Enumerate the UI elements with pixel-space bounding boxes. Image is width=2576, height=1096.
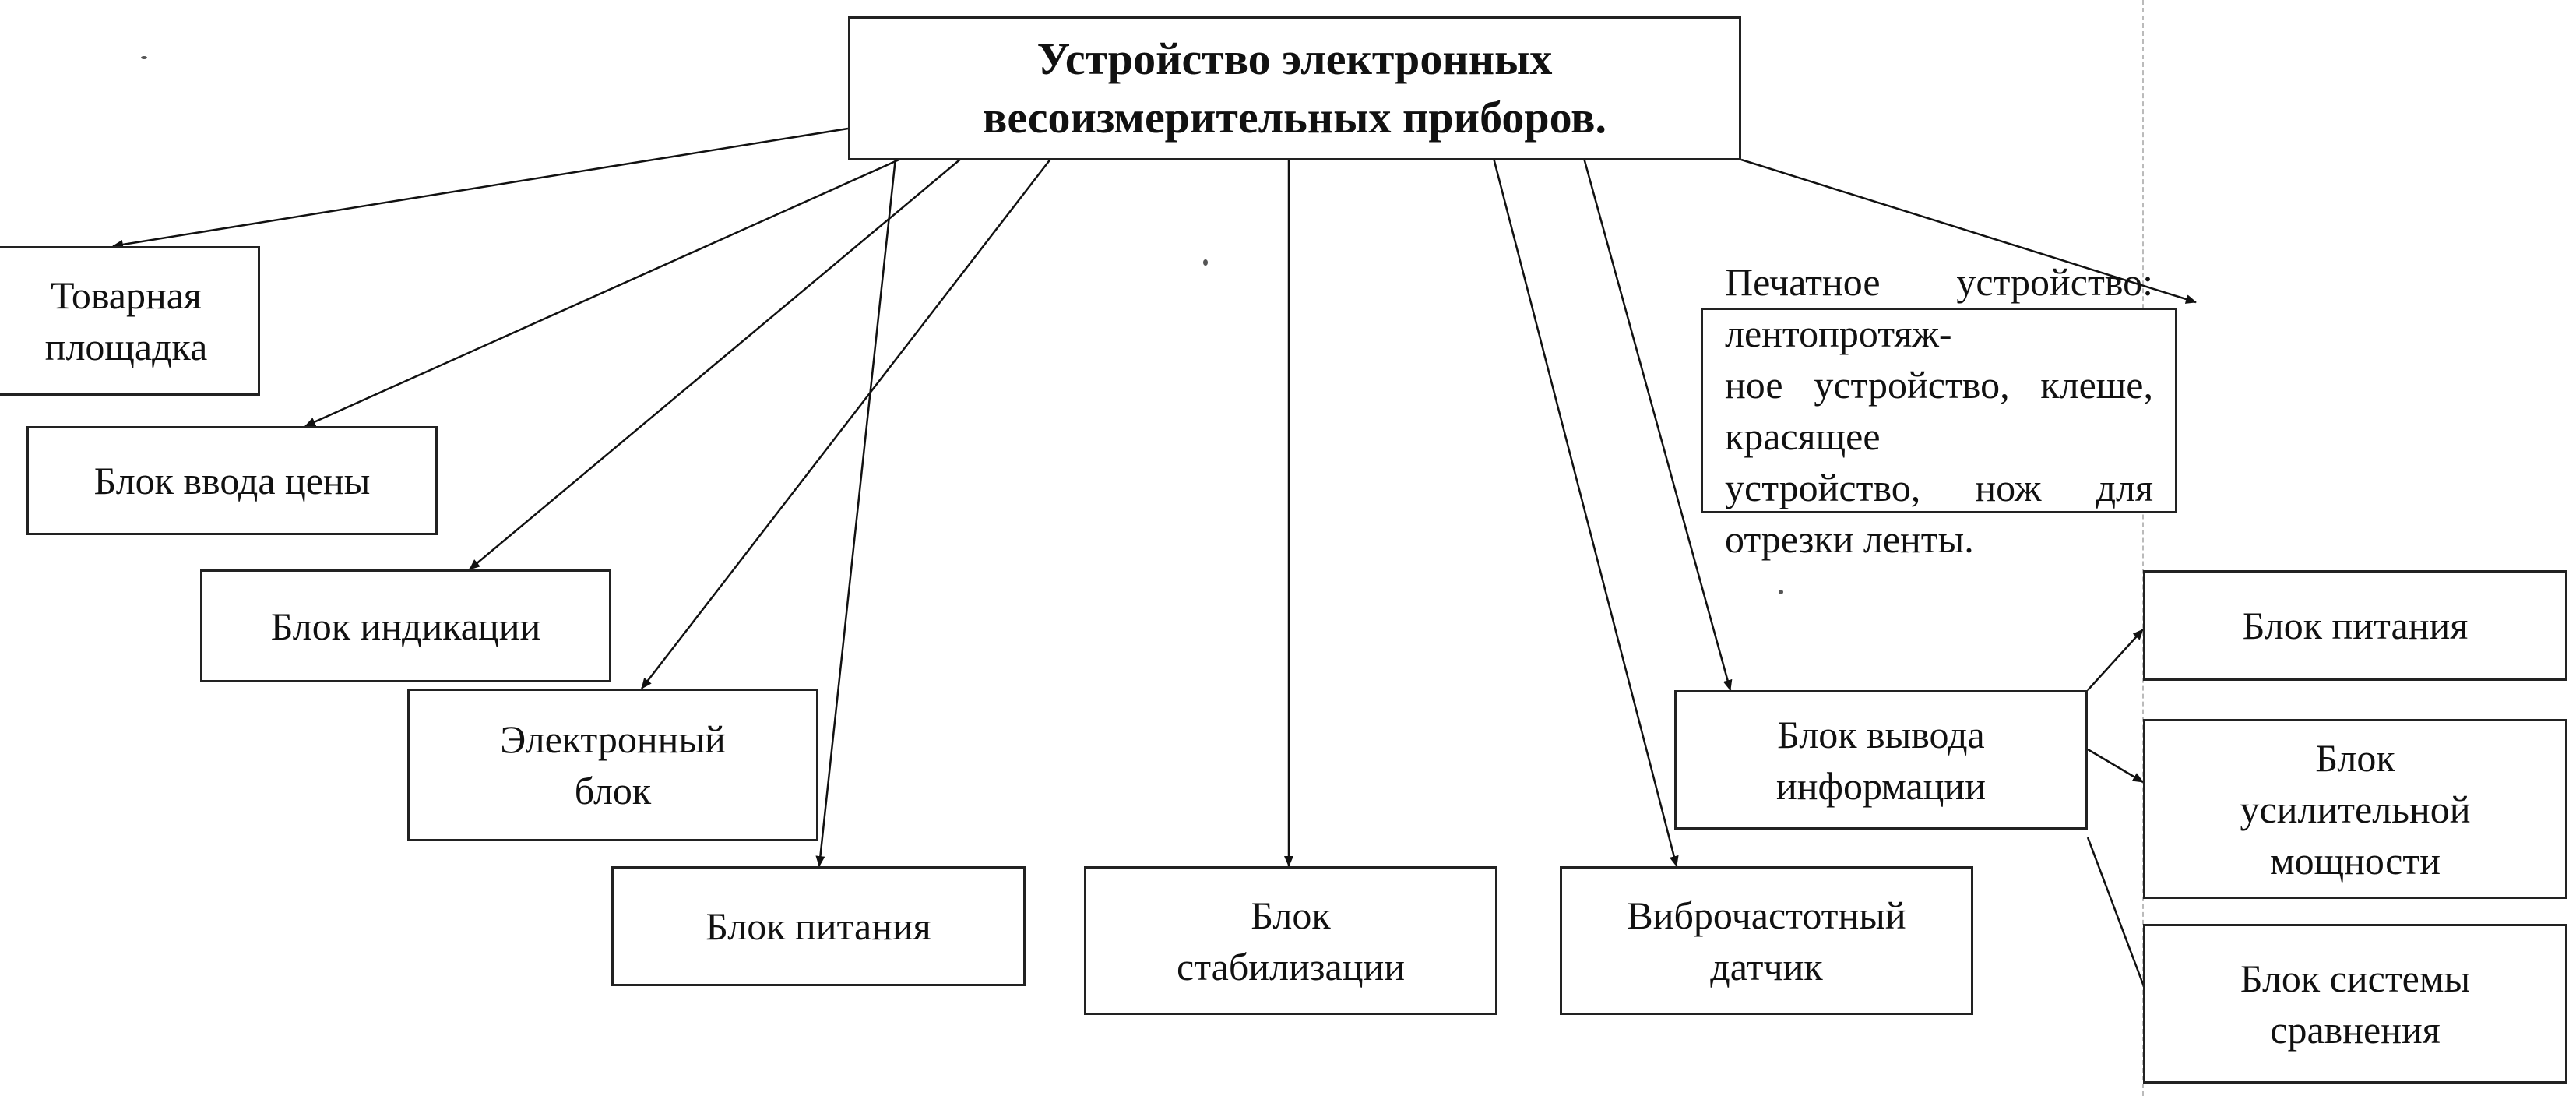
scan-speck xyxy=(1203,259,1208,266)
diagram-title: Устройство электронных весоизмерительных… xyxy=(848,16,1741,160)
box-printer: Печатное устройство: лентопротяж- ное ус… xyxy=(1701,260,2177,561)
arrow-to-indication xyxy=(469,157,962,570)
box-trade-platform: Товарная площадка xyxy=(0,246,260,396)
box-comparison-system: Блок системы сравнения xyxy=(2143,924,2567,1084)
box-indication: Блок индикации xyxy=(200,569,611,682)
arrow-to-electronic xyxy=(641,157,1052,689)
box-electronic: Электронный блок xyxy=(407,689,818,841)
box-power-amplifier: Блок усилительной мощности xyxy=(2143,719,2567,899)
arrow-to-power-amplifier xyxy=(2087,748,2144,784)
arrow-to-printer xyxy=(1740,158,2197,304)
box-info-output: Блок вывода информации xyxy=(1674,690,2088,830)
arrow-to-vibration-sensor xyxy=(1492,157,1679,867)
scan-speck xyxy=(1779,590,1783,594)
box-vibration-sensor: Виброчастотный датчик xyxy=(1560,866,1973,1015)
arrow-to-info-output xyxy=(1582,157,1733,691)
arrow-to-price-input xyxy=(304,157,903,428)
scan-speck xyxy=(141,56,147,59)
arrow-to-power xyxy=(815,157,897,867)
box-power: Блок питания xyxy=(611,866,1026,986)
box-output-power: Блок питания xyxy=(2143,570,2567,681)
arrow-to-comparison-system xyxy=(2086,837,2155,1012)
box-stabilization: Блок стабилизации xyxy=(1084,866,1497,1015)
arrow-to-trade-platform xyxy=(112,127,849,249)
arrow-to-output-power xyxy=(2087,629,2144,691)
page-edge-dashed-line xyxy=(2142,0,2144,1096)
box-price-input: Блок ввода цены xyxy=(26,426,438,535)
